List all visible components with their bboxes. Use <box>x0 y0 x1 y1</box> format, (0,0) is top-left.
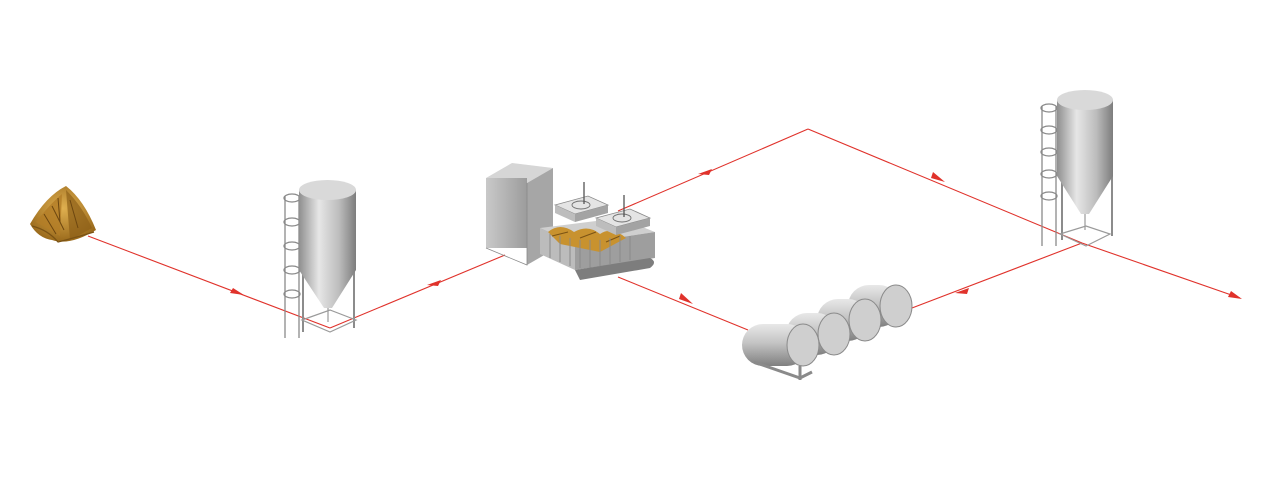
ladder-icon <box>283 193 301 338</box>
tobacco-leaf-pile-icon <box>30 186 96 243</box>
flow-oven-to-peak <box>617 128 809 212</box>
tank <box>742 323 820 367</box>
flow-oven-to-tanks <box>617 276 749 331</box>
ladder-icon <box>1040 103 1058 246</box>
silo-1 <box>283 180 358 338</box>
arrow-icon <box>955 288 969 294</box>
arrow-icon <box>427 280 441 286</box>
output-arrow-icon <box>1228 291 1242 299</box>
arrow-icon <box>230 288 244 295</box>
flow-peak-to-silo2 <box>807 128 1083 244</box>
arrow-icon <box>679 293 693 304</box>
horizontal-tanks-icon <box>742 284 913 380</box>
drying-oven <box>485 163 655 280</box>
flow-silo1-to-oven <box>329 254 506 329</box>
flow-tanks-to-silo2 <box>911 242 1083 309</box>
silo-2 <box>1040 90 1113 247</box>
leaves-on-conveyor <box>548 227 626 252</box>
arrow-icon <box>698 169 712 175</box>
fan-unit-icon <box>594 195 652 235</box>
flow-leaves-to-silo1 <box>87 235 331 329</box>
flow-lines <box>87 128 1242 331</box>
arrow-icon <box>931 172 945 182</box>
fan-unit-icon <box>553 182 610 222</box>
flow-silo2-to-output <box>1081 242 1241 299</box>
